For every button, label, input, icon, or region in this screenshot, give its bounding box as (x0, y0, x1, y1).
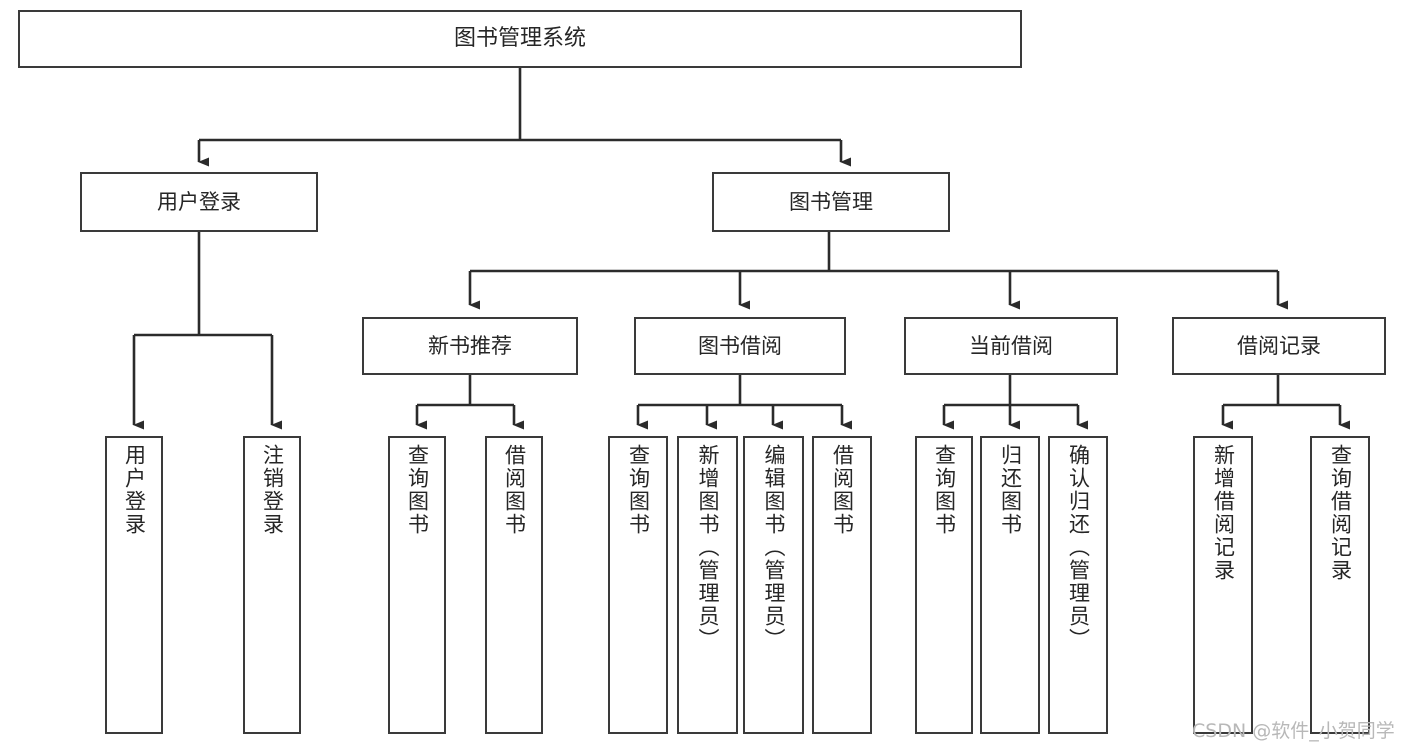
node-label: 借阅图书 (502, 444, 527, 536)
leaf-book-borrow-add-book-admin[interactable]: 新增图书（管理员） (677, 436, 738, 734)
node-label: 编辑图书（管理员） (762, 444, 786, 651)
node-book-borrow[interactable]: 图书借阅 (634, 317, 846, 375)
leaf-current-borrow-query-book[interactable]: 查询图书 (915, 436, 973, 734)
leaf-new-book-borrow-book[interactable]: 借阅图书 (485, 436, 543, 734)
leaf-current-borrow-confirm-return-admin[interactable]: 确认归还（管理员） (1048, 436, 1108, 734)
node-label: 当前借阅 (969, 333, 1053, 358)
node-book-management[interactable]: 图书管理 (712, 172, 950, 232)
node-user-login[interactable]: 用户登录 (80, 172, 318, 232)
leaf-current-borrow-return-book[interactable]: 归还图书 (980, 436, 1040, 734)
node-label: 新增图书（管理员） (696, 444, 720, 651)
leaf-book-borrow-edit-book-admin[interactable]: 编辑图书（管理员） (743, 436, 804, 734)
node-label: 归还图书 (998, 444, 1023, 536)
node-label: 新书推荐 (428, 333, 512, 358)
leaf-logout-login[interactable]: 注销登录 (243, 436, 301, 734)
leaf-borrow-record-query-record[interactable]: 查询借阅记录 (1310, 436, 1370, 734)
node-label: 查询图书 (626, 444, 651, 536)
leaf-book-borrow-borrow-book[interactable]: 借阅图书 (812, 436, 872, 734)
node-label: 查询图书 (932, 444, 957, 536)
node-current-borrow[interactable]: 当前借阅 (904, 317, 1118, 375)
leaf-user-login[interactable]: 用户登录 (105, 436, 163, 734)
node-label: 用户登录 (157, 189, 241, 214)
node-label: 借阅图书 (830, 444, 855, 536)
node-label: 查询借阅记录 (1328, 444, 1353, 582)
node-root-book-management-system[interactable]: 图书管理系统 (18, 10, 1022, 68)
node-label: 查询图书 (405, 444, 430, 536)
node-label: 图书管理 (789, 189, 873, 214)
node-new-book-recommend[interactable]: 新书推荐 (362, 317, 578, 375)
node-label: 借阅记录 (1237, 333, 1321, 358)
node-label: 确认归还（管理员） (1066, 444, 1091, 651)
node-label: 用户登录 (122, 444, 147, 536)
node-borrow-record[interactable]: 借阅记录 (1172, 317, 1386, 375)
node-label: 图书管理系统 (453, 26, 586, 52)
node-label: 图书借阅 (698, 333, 782, 358)
node-label: 注销登录 (260, 444, 285, 536)
leaf-book-borrow-query-book[interactable]: 查询图书 (608, 436, 668, 734)
node-label: 新增借阅记录 (1211, 444, 1236, 582)
leaf-borrow-record-add-record[interactable]: 新增借阅记录 (1193, 436, 1253, 734)
leaf-new-book-query-book[interactable]: 查询图书 (388, 436, 446, 734)
